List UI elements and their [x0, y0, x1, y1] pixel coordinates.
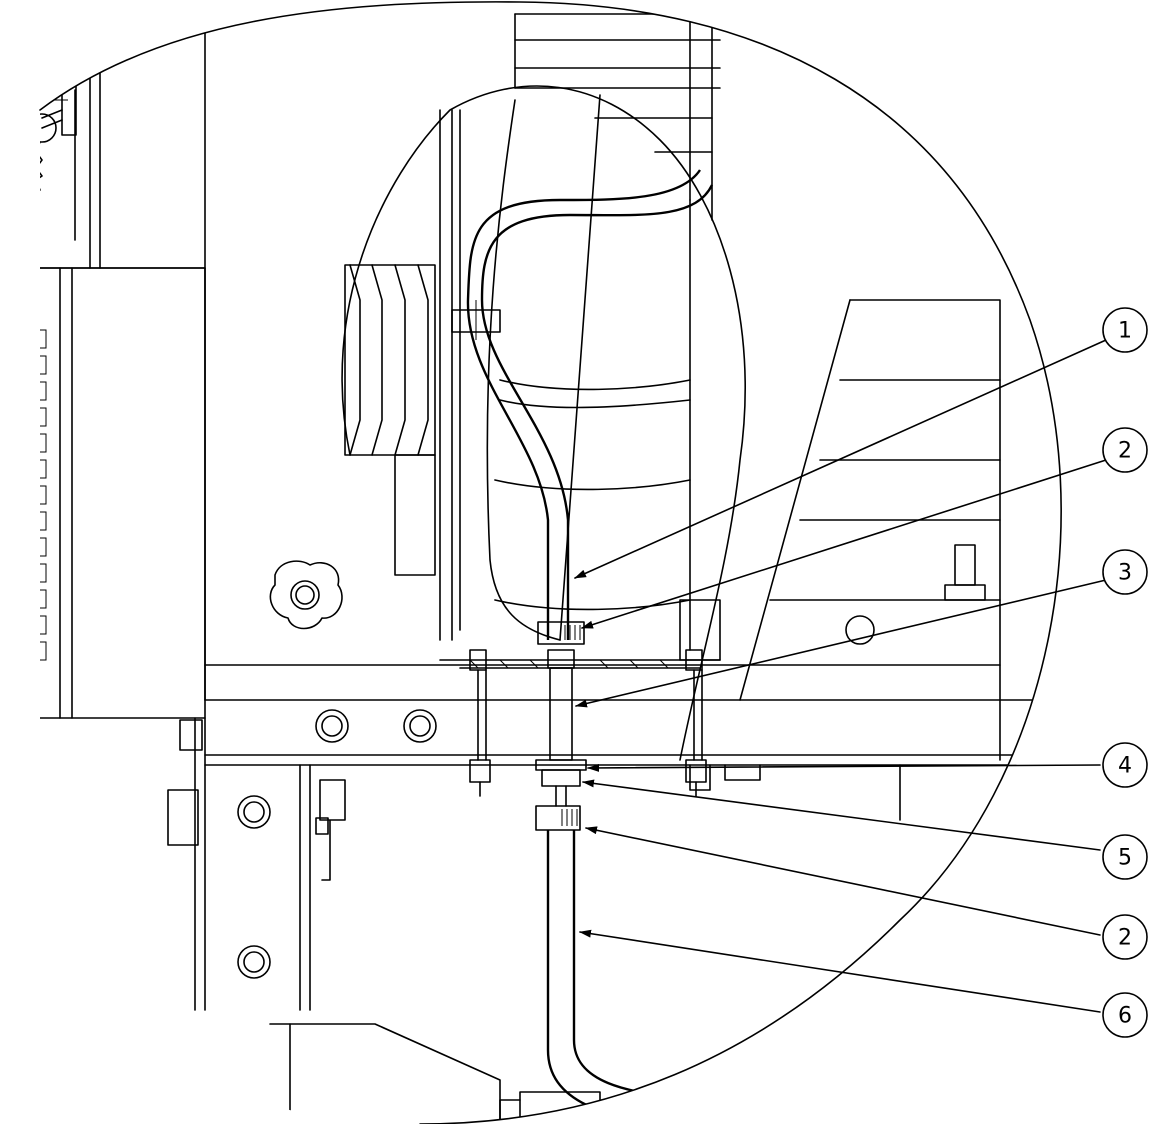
callout-5: 5	[1102, 834, 1148, 880]
leader-3	[575, 579, 1107, 708]
callout-2-lower: 2	[1102, 914, 1148, 960]
key-icon	[40, 113, 57, 191]
detail-content	[40, 1, 1062, 1124]
callout-2-upper: 2	[1102, 427, 1148, 473]
callout-3-label: 3	[1118, 561, 1132, 586]
fitting-stack	[535, 621, 587, 807]
leader-2-upper	[581, 459, 1107, 629]
control-panel-door	[40, 1, 206, 701]
leader-2-lower	[585, 826, 1101, 936]
callout-4: 4	[1102, 742, 1148, 788]
handle-knob	[269, 560, 343, 630]
callout-6: 6	[1102, 992, 1148, 1038]
cooler-fins	[514, 13, 721, 221]
upper-hose	[451, 169, 714, 640]
base-plate	[204, 649, 1001, 797]
callout-5-label: 5	[1118, 846, 1132, 871]
leader-6	[579, 929, 1101, 1013]
leader-5	[582, 779, 1101, 851]
tank-body	[486, 94, 691, 651]
callout-6-label: 6	[1118, 1004, 1132, 1029]
callout-2-lower-label: 2	[1118, 926, 1132, 951]
leader-1	[574, 339, 1107, 579]
callout-leaders	[574, 339, 1107, 1013]
louvered-panel	[40, 267, 206, 719]
leader-4	[587, 763, 1101, 772]
detail-boundary	[39, 1, 1062, 1124]
callout-1: 1	[1102, 307, 1148, 353]
callout-3: 3	[1102, 549, 1148, 595]
pulley	[344, 109, 461, 641]
frame-rails	[167, 699, 1062, 1124]
callout-4-label: 4	[1118, 754, 1132, 779]
lower-hose	[499, 805, 711, 1124]
breakout-outline	[341, 85, 746, 761]
callout-2-upper-label: 2	[1118, 439, 1132, 464]
callout-1-label: 1	[1118, 319, 1132, 344]
mounting-bracket	[679, 299, 1001, 821]
